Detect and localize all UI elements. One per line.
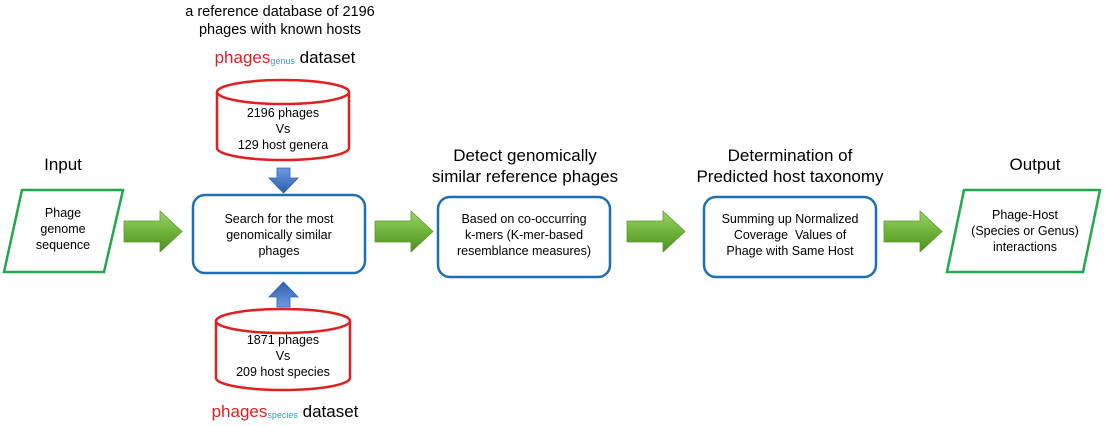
genus-dataset-suffix: dataset — [294, 48, 356, 67]
detect-heading-line1: Detect genomically — [453, 146, 597, 165]
input-text: Phage genome sequence — [18, 205, 108, 253]
input-heading: Input — [44, 155, 82, 174]
genus-vs-label: Vs — [275, 122, 291, 136]
species-dataset-suffix: dataset — [297, 402, 359, 421]
flow-arrow-3 — [626, 210, 686, 253]
input-line3: sequence — [35, 238, 91, 252]
genus-dataset-name: phages — [214, 48, 271, 67]
determination-heading: Determination of Predicted host taxonomy — [680, 145, 900, 187]
species-dataset-name: phages — [211, 402, 268, 421]
genus-database-cylinder — [215, 78, 351, 162]
genus-host-count: 129 host genera — [237, 138, 329, 152]
reference-note: a reference database of 2196 phages with… — [160, 3, 400, 39]
flow-arrow-1 — [123, 210, 183, 253]
genus-dataset-subscript: genus — [270, 56, 295, 66]
output-text: Phage-Host (Species or Genus) interactio… — [955, 207, 1095, 255]
input-line1: Phage — [44, 206, 82, 220]
species-to-search-arrow — [268, 281, 299, 308]
determination-line2: Coverage Values of — [733, 228, 847, 242]
species-dataset-subscript: species — [267, 410, 298, 420]
genus-cylinder-text: 2196 phages Vs 129 host genera — [217, 105, 349, 153]
genus-phage-count: 2196 phages — [246, 106, 320, 120]
output-parallelogram — [945, 188, 1102, 274]
determination-line3: Phage with Same Host — [726, 244, 854, 258]
species-cylinder-text: 1871 phages Vs 209 host species — [216, 332, 350, 380]
species-host-count: 209 host species — [236, 365, 330, 379]
determination-heading-line2: Predicted host taxonomy — [696, 167, 884, 186]
reference-note-line1: a reference database of 2196 — [185, 4, 375, 20]
detect-line1: Based on co-occurring — [461, 212, 587, 226]
input-line2: genome — [40, 222, 86, 236]
flow-arrow-2 — [374, 210, 434, 253]
detect-text: Based on co-occurring k-mers (K-mer-base… — [440, 211, 608, 259]
output-line1: Phage-Host — [991, 208, 1058, 222]
detect-heading: Detect genomically similar reference pha… — [415, 145, 635, 187]
species-phage-count: 1871 phages — [246, 333, 320, 347]
input-parallelogram — [2, 188, 125, 274]
search-text: Search for the most genomically similar … — [195, 211, 363, 259]
determination-heading-line1: Determination of — [727, 146, 853, 165]
search-line2: genomically similar — [226, 228, 332, 242]
species-dataset-title: phagesspecies dataset — [170, 402, 400, 425]
flow-arrow-4 — [883, 210, 943, 253]
determination-line1: Summing up Normalized — [721, 212, 859, 226]
detect-box — [436, 195, 612, 279]
output-line3: interactions — [993, 240, 1057, 254]
search-box — [191, 193, 367, 275]
output-heading: Output — [1009, 155, 1061, 174]
output-line2: (Species or Genus) — [971, 224, 1079, 238]
genus-to-search-arrow — [268, 167, 299, 194]
detect-heading-line2: similar reference phages — [431, 167, 619, 186]
detect-line3: resemblance measures) — [456, 244, 592, 258]
genus-dataset-title: phagesgenus dataset — [170, 48, 400, 71]
reference-note-line2: phages with known hosts — [198, 22, 361, 38]
detect-line2: k-mers (K-mer-based — [464, 228, 584, 242]
determination-box — [702, 195, 878, 279]
species-database-cylinder — [214, 307, 352, 392]
species-vs-label: Vs — [275, 349, 291, 363]
determination-text: Summing up Normalized Coverage Values of… — [706, 211, 874, 259]
search-line3: phages — [258, 244, 300, 258]
search-line1: Search for the most — [224, 212, 334, 226]
